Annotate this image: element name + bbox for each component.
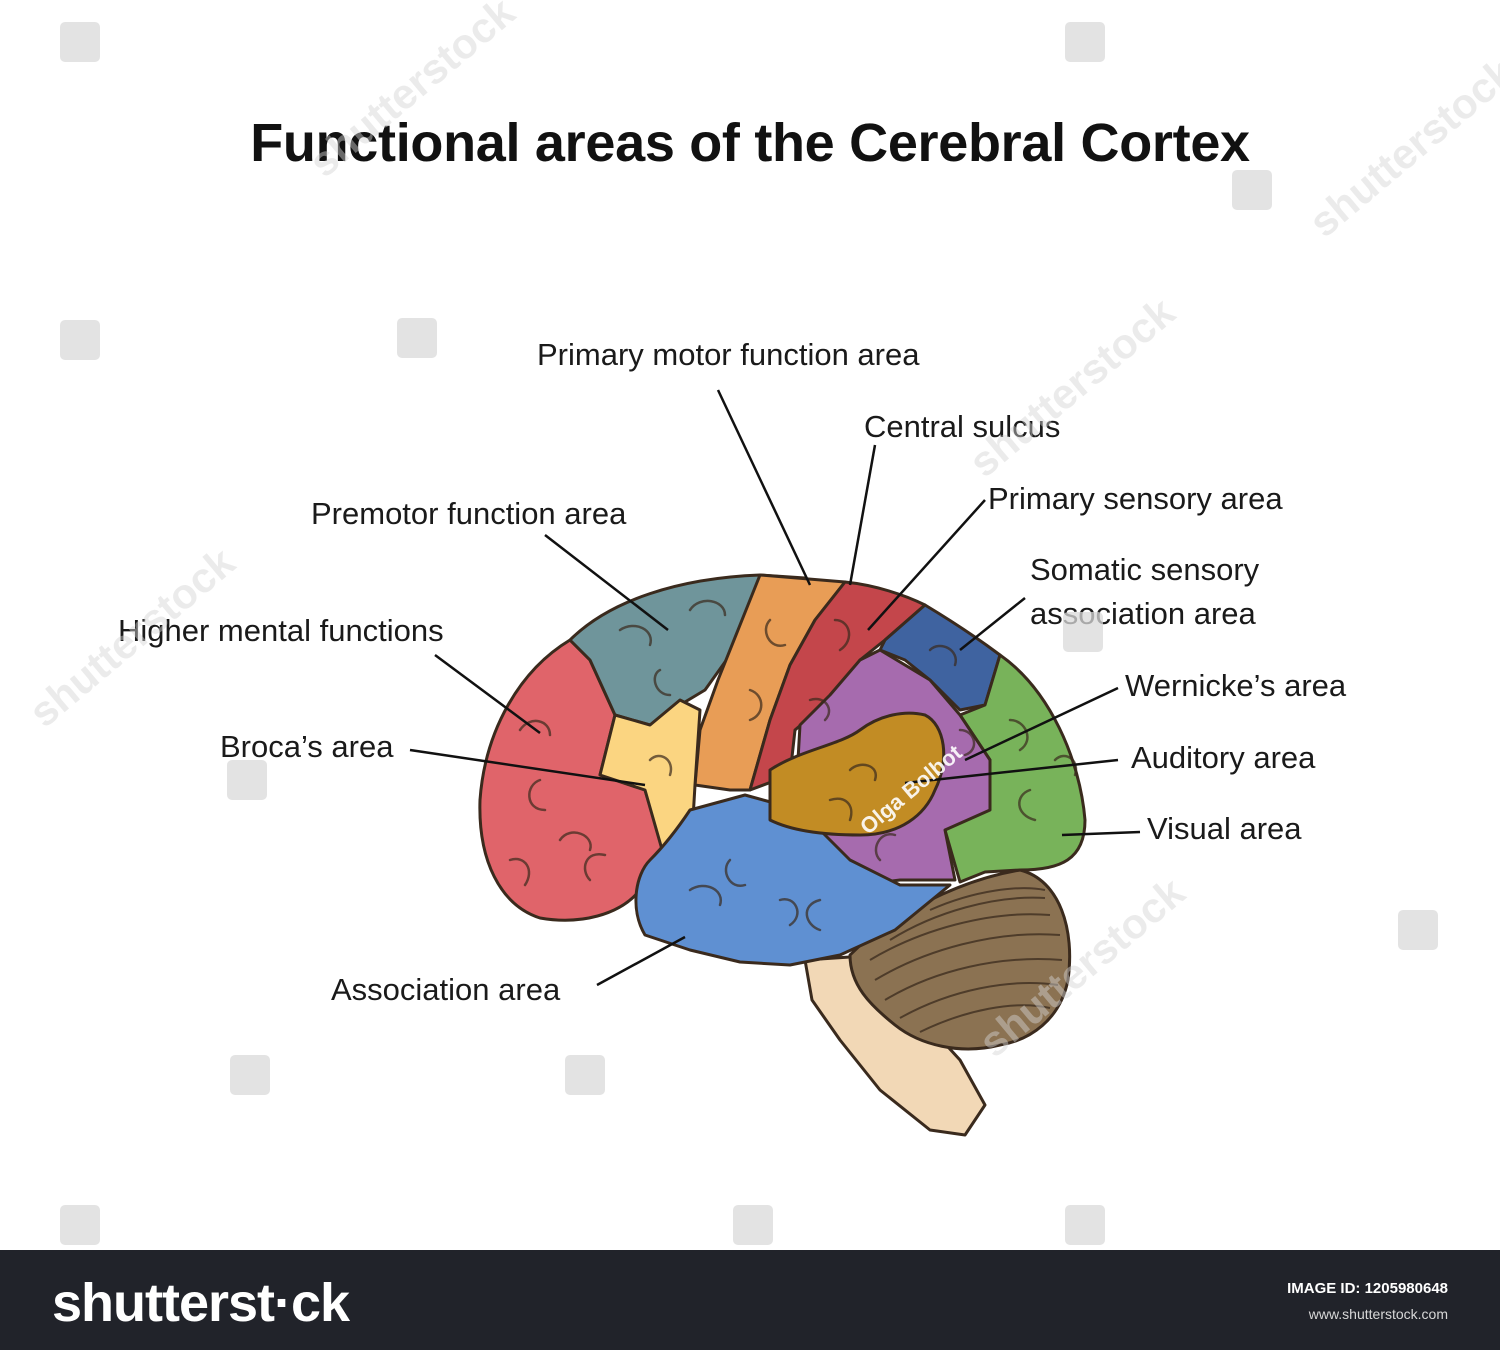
label-somatic-line1: Somatic sensory xyxy=(1030,552,1260,587)
watermark-logo-icon xyxy=(1065,1205,1105,1245)
watermark-logo-icon xyxy=(1063,612,1103,652)
leader-visual xyxy=(1061,830,1141,837)
leader-primary-sensory xyxy=(867,499,986,631)
leader-primary-motor xyxy=(716,389,812,586)
footer-image-id: IMAGE ID: 1205980648 xyxy=(1287,1280,1448,1297)
leader-association xyxy=(596,935,686,987)
label-auditory: Auditory area xyxy=(1131,740,1316,775)
watermark-logo-icon xyxy=(1398,910,1438,950)
label-higher-mental: Higher mental functions xyxy=(118,613,444,648)
region-somatic-association xyxy=(878,603,1002,712)
diagram-title: Functional areas of the Cerebral Cortex xyxy=(250,113,1250,173)
watermark-logo-icon xyxy=(565,1055,605,1095)
leader-somatic xyxy=(959,597,1026,651)
leader-wernicke xyxy=(964,686,1119,762)
region-association xyxy=(634,793,952,967)
watermark-logo-icon xyxy=(227,760,267,800)
brain-illustration xyxy=(409,389,1141,1137)
watermark-logo-icon xyxy=(1065,22,1105,62)
region-prefrontal xyxy=(478,638,667,922)
label-central-sulcus: Central sulcus xyxy=(864,409,1061,444)
leader-lines xyxy=(409,389,1141,987)
leader-broca xyxy=(409,748,646,787)
footer-brand-logo: shutterst·ck xyxy=(52,1273,350,1333)
leader-auditory xyxy=(904,758,1119,785)
label-visual: Visual area xyxy=(1147,811,1302,846)
label-primary-motor: Primary motor function area xyxy=(537,337,920,372)
watermark-logo-icon xyxy=(60,320,100,360)
leader-central-sulcus xyxy=(848,444,877,586)
region-broca xyxy=(598,698,702,872)
leader-higher-mental xyxy=(434,653,541,735)
label-association: Association area xyxy=(331,972,561,1007)
label-broca: Broca’s area xyxy=(220,729,394,764)
watermark-logo-icon xyxy=(733,1205,773,1245)
leader-premotor xyxy=(544,534,669,631)
footer-site-link[interactable]: www.shutterstock.com xyxy=(1308,1306,1448,1322)
watermark-logo-icon xyxy=(397,318,437,358)
region-auditory xyxy=(768,711,946,837)
label-wernicke: Wernicke’s area xyxy=(1125,668,1347,703)
footer-bar: shutterst·ck IMAGE ID: 1205980648 www.sh… xyxy=(0,1250,1500,1350)
watermark-logo-icon xyxy=(60,22,100,62)
label-primary-sensory: Primary sensory area xyxy=(988,481,1283,516)
watermark-logo-icon xyxy=(60,1205,100,1245)
label-premotor: Premotor function area xyxy=(311,496,627,531)
region-visual xyxy=(943,653,1087,884)
watermark-logo-icon xyxy=(1232,170,1272,210)
watermark-logo-icon xyxy=(230,1055,270,1095)
